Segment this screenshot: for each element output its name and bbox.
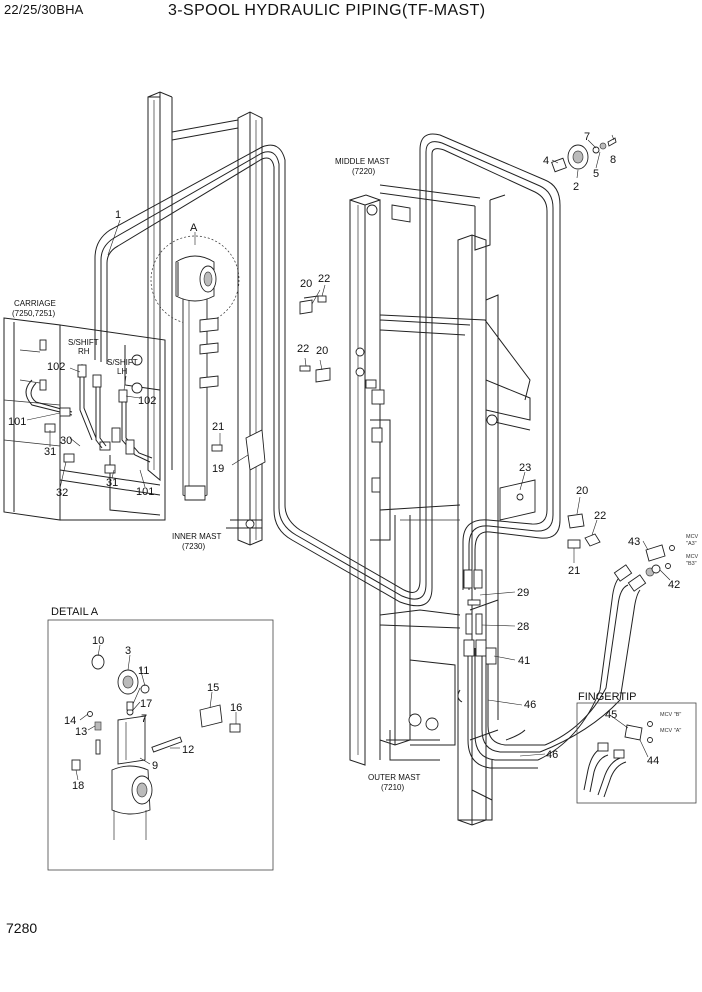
callout-22-b: 22 [297,343,309,355]
callout-23: 23 [519,462,531,474]
callout-46-a: 46 [524,699,536,711]
callout-102-a: 102 [47,361,65,373]
carriage-label: CARRIAGE [14,299,56,308]
callouts: 1 2 4 5 7 8 19 20 20 20 21 21 22 22 22 2… [8,131,680,767]
callout-101-a: 101 [8,416,26,428]
callout-101-b: 101 [136,486,154,498]
mcv-b-label: MCV "B" [660,712,681,718]
page-number: 7280 [6,920,38,936]
lift-cylinder [150,235,240,501]
callout-20-b: 20 [316,345,328,357]
side-shift-hoses [25,364,153,463]
middle-mast-code: (7220) [352,167,375,176]
mcv-a3-label: MCV [686,534,699,540]
model-code: 22/25/30BHA [4,2,84,17]
callout-29: 29 [517,587,529,599]
detail-callout-16: 16 [230,702,242,714]
carriage [3,317,166,521]
middle-mast-label: MIDDLE MAST [335,157,390,166]
fingertip-title: FINGERTIP [578,691,636,703]
callout-41: 41 [518,655,530,667]
mcv-hoses [457,564,647,769]
callout-7: 7 [584,131,590,143]
callout-32: 32 [56,487,68,499]
leader-lines [26,134,671,781]
callout-46-b: 46 [546,749,558,761]
fingertip-box [576,702,697,804]
callout-28: 28 [517,621,529,633]
callout-31-a: 31 [44,446,56,458]
hose-1-loop [94,133,561,607]
outer-mast-label: OUTER MAST [368,773,421,782]
detail-callout-12: 12 [182,744,194,756]
detail-callout-7: 7 [141,713,147,725]
inner-mast-label: INNER MAST [172,532,221,541]
detail-a-title: DETAIL A [51,606,99,618]
detail-callout-11: 11 [138,665,149,677]
callout-42: 42 [668,579,680,591]
inner-mast-code: (7230) [182,542,205,551]
callout-21-a: 21 [212,421,224,433]
callout-30: 30 [60,435,72,447]
detail-callout-9: 9 [152,760,158,772]
outer-mast [379,294,499,821]
callout-20-a: 20 [300,278,312,290]
detail-ref-a: A [190,222,198,234]
detail-callout-18: 18 [72,780,84,792]
callout-22-c: 22 [594,510,606,522]
callout-20-c: 20 [576,485,588,497]
sshift-lh-label: S/SHIFT [107,358,138,367]
page-title: 3-SPOOL HYDRAULIC PIPING(TF-MAST) [168,2,486,19]
callout-43: 43 [628,536,640,548]
detail-a-callouts: 3 7 9 10 11 12 13 14 15 16 17 18 [64,635,242,792]
detail-callout-14: 14 [64,715,76,727]
outer-mast-code: (7210) [381,783,404,792]
callout-8: 8 [610,154,616,166]
callout-5: 5 [593,168,599,180]
callout-19: 19 [212,463,224,475]
top-right-fitting [551,137,617,173]
callout-4: 4 [543,155,549,167]
detail-callout-17: 17 [140,698,152,710]
detail-callout-3: 3 [125,645,131,657]
sshift-lh-side: LH [117,367,127,376]
callout-2: 2 [573,181,579,193]
callout-44: 44 [647,755,659,767]
detail-a-box [47,619,274,871]
callout-31-b: 31 [106,477,118,489]
brackets-and-fittings [211,295,675,577]
mcv-a-label: MCV "A" [660,728,681,734]
callout-102-b: 102 [138,395,156,407]
sshift-rh-label: S/SHIFT [68,338,99,347]
carriage-code: (7250,7251) [12,309,55,318]
mcv-b3-label: MCV [686,554,699,560]
inner-mast [147,91,263,546]
callout-21-b: 21 [568,565,580,577]
detail-callout-15: 15 [207,682,219,694]
callout-45: 45 [605,709,617,721]
detail-callout-10: 10 [92,635,104,647]
mcv-a3-port: "A3" [686,541,697,547]
callout-1: 1 [115,209,121,221]
sshift-rh-side: RH [78,347,90,356]
detail-callout-13: 13 [75,726,87,738]
mcv-b3-port: "B3" [686,561,697,567]
callout-22-a: 22 [318,273,330,285]
labels: CARRIAGE (7250,7251) MIDDLE MAST (7220) … [12,157,699,792]
